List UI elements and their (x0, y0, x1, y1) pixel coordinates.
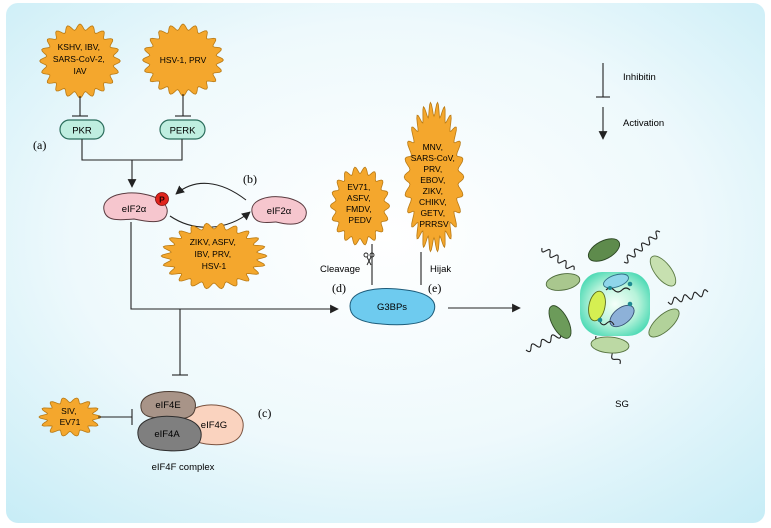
eif2a-node: eIF2α (251, 196, 307, 225)
hijack-virus-line: CHIKV, (419, 197, 447, 207)
phospho-eif2a-label: eIF2α (122, 204, 147, 215)
panel-label-a: (a) (33, 138, 46, 152)
eif2a-virus-blob: ZIKV, ASFV, IBV, PRV, HSV-1 (160, 222, 268, 290)
eif4e-label: eIF4E (155, 400, 180, 411)
sg-label: SG (615, 399, 629, 410)
perk-label: PERK (170, 126, 197, 137)
cleavage-virus-blob: EV71, ASFV, FMDV, PEDV (329, 166, 391, 246)
phosphate-label: P (159, 195, 165, 205)
panel-label-b: (b) (243, 172, 257, 186)
eif4f-virus-blob: SIV, EV71 (38, 397, 102, 437)
eif2a-label: eIF2α (267, 206, 292, 217)
perk-virus-blob: HSV-1, PRV (142, 23, 224, 97)
inhibition-legend-label: Inhibitin (623, 72, 656, 83)
hijack-virus-line: MNV, (423, 142, 443, 152)
scissors-icon (363, 252, 375, 266)
eif4e-node (140, 391, 196, 420)
hijack-virus-line: SARS-CoV, (411, 153, 455, 163)
hijack-virus-line: GETV, (420, 208, 445, 218)
g3bp-node: G3BPs (349, 288, 436, 326)
perk-node: PERK (159, 119, 206, 140)
pkr-virus-list: KSHV, IBV, SARS-CoV-2, IAV (53, 42, 107, 76)
panel-label-d: (d) (332, 281, 346, 295)
stress-granule-illustration (525, 230, 709, 365)
eif2a-to-g3bp-arrow (130, 222, 339, 314)
eif4f-virus-list: SIV, EV71 (60, 406, 81, 427)
g3bp-label: G3BPs (377, 302, 407, 313)
phosphate-badge (155, 192, 169, 206)
mrna-strand (667, 289, 709, 305)
eif2a-virus-line: IBV, PRV, (195, 249, 232, 259)
hijack-virus-line: ZIKV, (423, 186, 443, 196)
phospho-eif2a-node: eIF2α P (103, 192, 169, 223)
pkr-label: PKR (72, 126, 92, 137)
hijack-virus-line: PRRSV (419, 219, 449, 229)
eif4g-label: eIF4G (201, 420, 227, 431)
hijack-virus-list: MNV, SARS-CoV, PRV, EBOV, ZIKV, CHIKV, G… (411, 142, 457, 229)
cleavage-virus-line: PEDV (348, 215, 371, 225)
hijack-virus-blob: MNV, SARS-CoV, PRV, EBOV, ZIKV, CHIKV, G… (403, 101, 465, 253)
eif4f-complex-label: eIF4F complex (152, 462, 215, 473)
eif4a-label: eIF4A (154, 429, 180, 440)
pkr-virus-line: SARS-CoV-2, (53, 54, 105, 64)
eif2a-virus-line: HSV-1 (202, 261, 227, 271)
eif4a-node (137, 415, 202, 452)
eif2a-virus-list: ZIKV, ASFV, IBV, PRV, HSV-1 (190, 237, 239, 271)
mrna-strand (525, 329, 567, 353)
mrna-strand (541, 247, 575, 271)
legend: Inhibitin Activation (596, 63, 664, 140)
dephosphorylation-arrow (175, 182, 247, 201)
eif4f-complex: eIF4G eIF4E eIF4A (137, 391, 244, 452)
pkr-virus-blob: KSHV, IBV, SARS-CoV-2, IAV (39, 23, 121, 99)
cleavage-virus-line: ASFV, (347, 193, 371, 203)
hijack-virus-line: PRV, (423, 164, 442, 174)
hijack-label: Hijak (430, 264, 451, 275)
hijack-virus-line: EBOV, (420, 175, 445, 185)
pkr-virus-line: KSHV, IBV, (58, 42, 100, 52)
panel-label-e: (e) (428, 281, 441, 295)
activation-legend-label: Activation (623, 118, 664, 129)
eif4f-virus-line: SIV, (61, 406, 76, 416)
eif2a-virus-line: ZIKV, ASFV, (190, 237, 236, 247)
mrna-strand (623, 230, 661, 264)
cleavage-virus-line: EV71, (347, 182, 370, 192)
panel-label-c: (c) (258, 406, 271, 420)
cleavage-virus-line: FMDV, (346, 204, 372, 214)
pkr-virus-line: IAV (73, 66, 86, 76)
pkr-node: PKR (59, 119, 105, 140)
eif4f-virus-line: EV71 (60, 417, 81, 427)
cleavage-virus-list: EV71, ASFV, FMDV, PEDV (346, 182, 374, 225)
cleavage-label: Cleavage (320, 264, 360, 275)
mrna-strand (599, 320, 615, 326)
perk-virus-list: HSV-1, PRV (160, 55, 207, 65)
